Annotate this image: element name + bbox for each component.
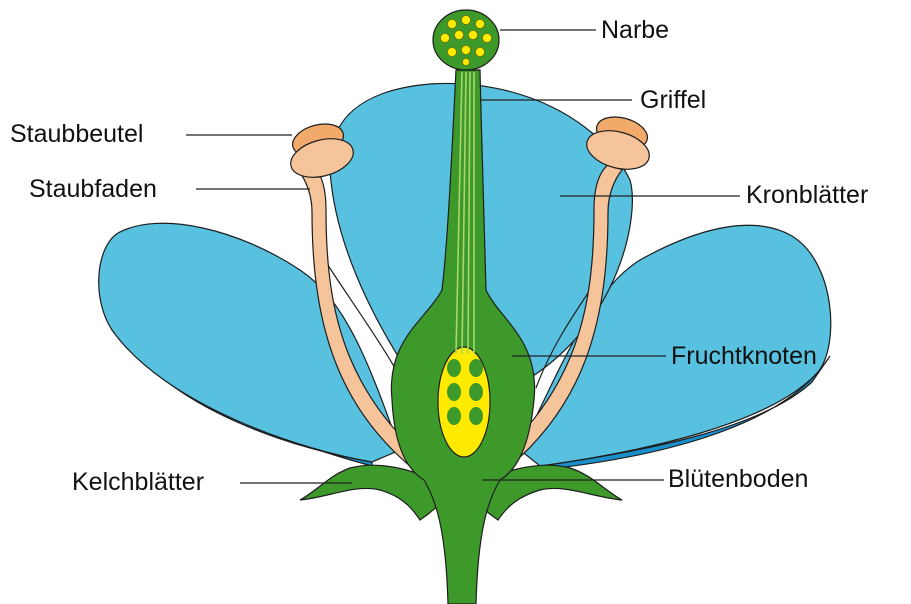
label-staubfaden: Staubfaden xyxy=(29,177,157,202)
label-kronblaetter: Kronblätter xyxy=(746,183,868,208)
stigma xyxy=(433,10,499,70)
label-narbe: Narbe xyxy=(601,18,669,43)
ovary xyxy=(438,347,490,457)
label-griffel: Griffel xyxy=(640,88,706,113)
label-staubbeutel: Staubbeutel xyxy=(10,122,143,147)
label-kelchblaetter: Kelchblätter xyxy=(72,470,204,495)
label-bluetenboden: Blütenboden xyxy=(668,467,808,492)
label-fruchtknoten: Fruchtknoten xyxy=(671,344,817,369)
